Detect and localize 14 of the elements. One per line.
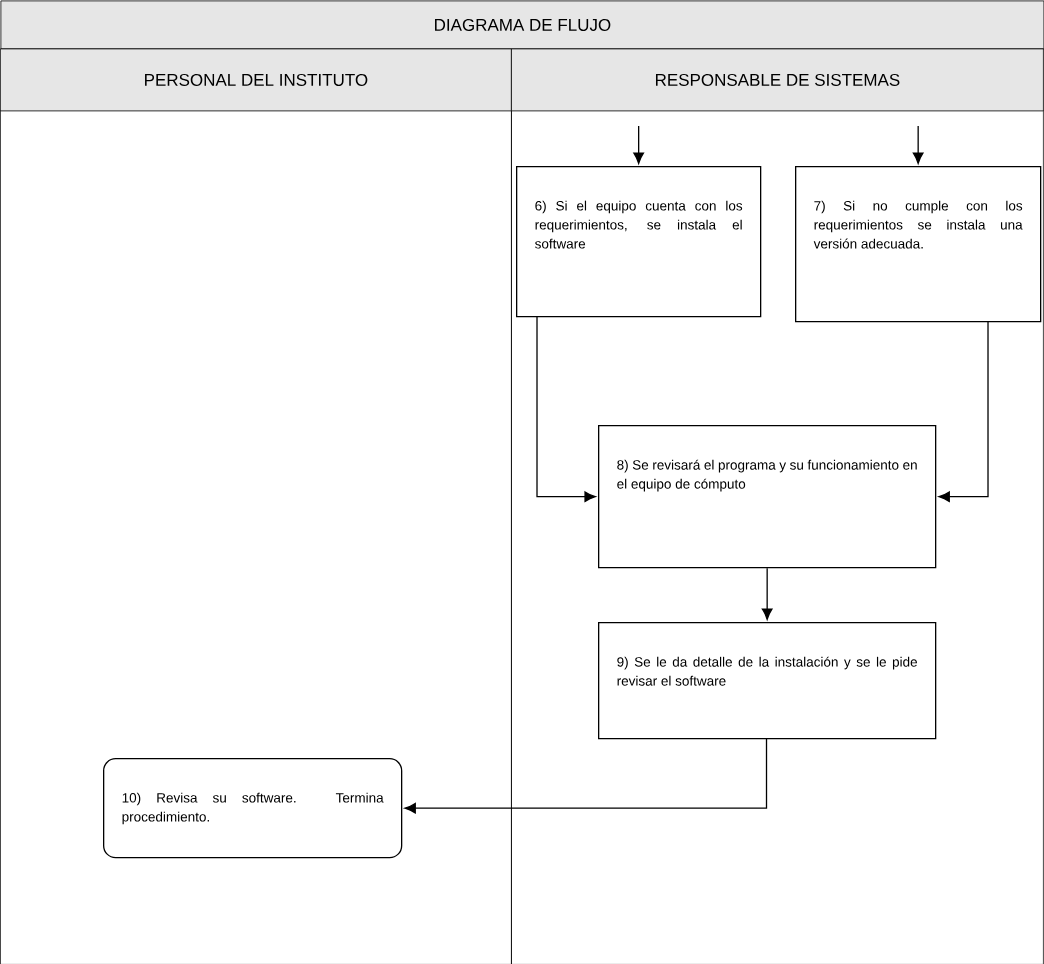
node-label: PERSONAL DEL INSTITUTO: [145, 73, 368, 86]
process-box: 8) Se revisará el programa y su funcionamiento en el equipo de cómputo: [598, 425, 937, 569]
arrow: [633, 125, 645, 164]
process-box: 6) Si el equipo cuenta con los requerimientos, se instala el software: [516, 166, 762, 318]
process-box: 9) Se le da detalle de la instalación y se le pide revisar el software: [598, 622, 937, 740]
title-band: DIAGRAMA DE FLUJO: [0, 0, 1044, 50]
arrow: [761, 567, 773, 620]
arrow: [912, 125, 924, 164]
arrow: [536, 315, 596, 503]
node-label: RESPONSABLE DE SISTEMAS: [655, 73, 900, 86]
arrow: [938, 320, 989, 503]
arrow: [404, 737, 768, 814]
process-box: 7) Si no cumple con los requerimientos se instala una versión adecuada.: [795, 166, 1042, 323]
terminal-box: 10) Revisa su software. Termina procedimiento.: [103, 758, 403, 859]
